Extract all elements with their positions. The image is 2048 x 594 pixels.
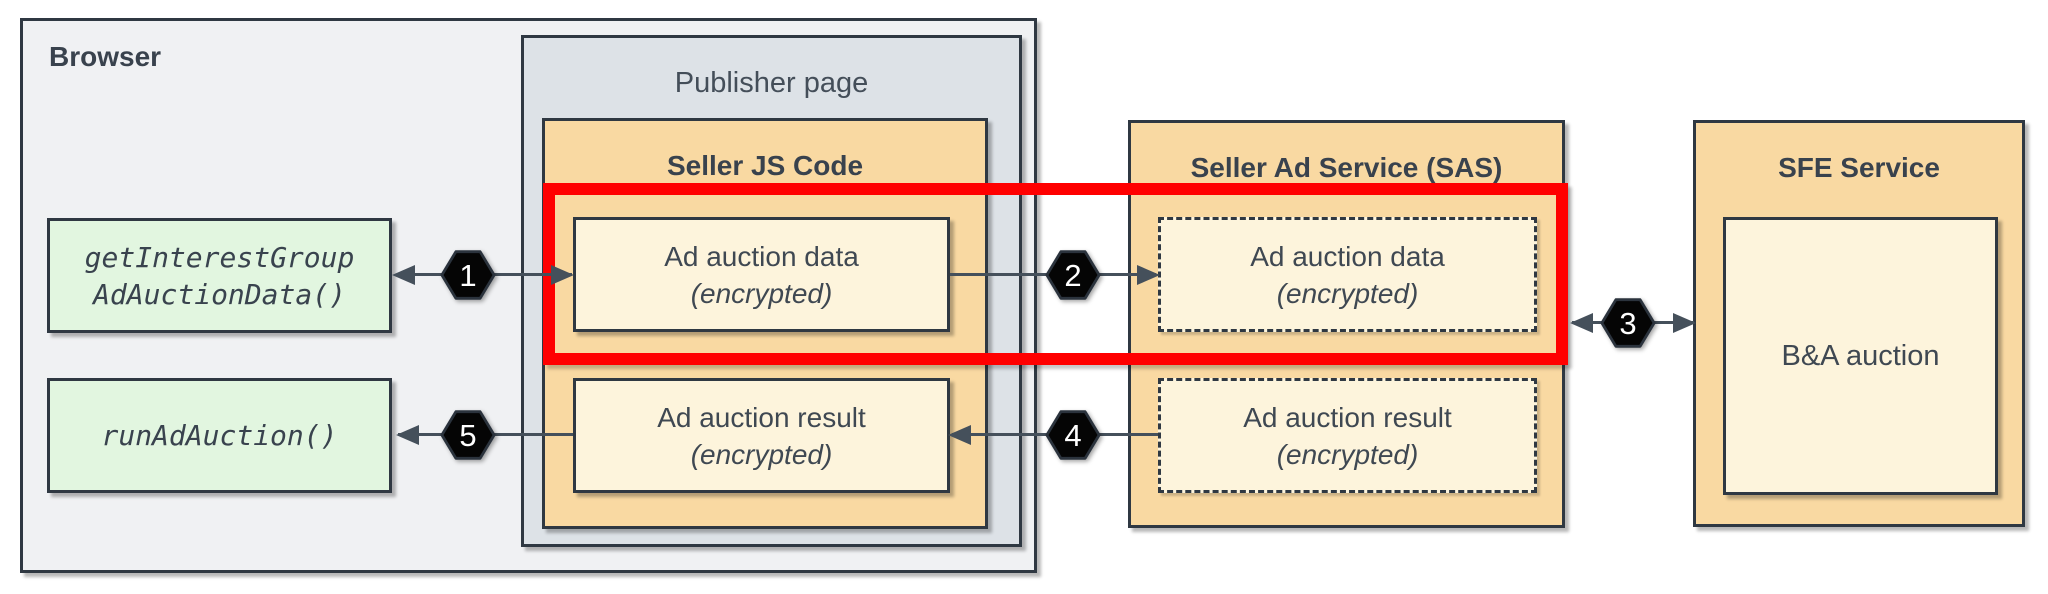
arrow-left-head-icon bbox=[1570, 313, 1593, 333]
browser-title: Browser bbox=[49, 41, 162, 72]
sas-ad-auction-result-box: Ad auction result (encrypted) bbox=[1158, 378, 1537, 493]
step-number: 3 bbox=[1619, 305, 1637, 341]
sas-ad-auction-data-box: Ad auction data (encrypted) bbox=[1158, 217, 1537, 332]
ba-auction-box: B&A auction bbox=[1723, 217, 1998, 495]
arrow-left-head-icon bbox=[392, 265, 415, 285]
encrypted-label: (encrypted) bbox=[1276, 438, 1419, 470]
step-number: 5 bbox=[459, 417, 477, 453]
red-highlight-rectangle bbox=[543, 183, 1568, 365]
seller-ad-service-title: Seller Ad Service (SAS) bbox=[1190, 152, 1503, 183]
arrow-left-head-icon bbox=[948, 425, 971, 445]
box-label: Ad auction result bbox=[1243, 401, 1452, 433]
step-4-hexagon: 4 bbox=[1045, 407, 1101, 463]
arrow-right-head-icon bbox=[1137, 265, 1160, 285]
arrow-right-head-icon bbox=[1673, 313, 1696, 333]
encrypted-label: (encrypted) bbox=[690, 438, 833, 470]
box-label: B&A auction bbox=[1781, 339, 1940, 372]
js-ad-auction-data-box: Ad auction data (encrypted) bbox=[573, 217, 950, 332]
encrypted-label: (encrypted) bbox=[690, 277, 833, 309]
step-1-hexagon: 1 bbox=[440, 247, 496, 303]
box-label: Ad auction data bbox=[1250, 240, 1445, 272]
step-number: 2 bbox=[1064, 257, 1082, 293]
step-number: 4 bbox=[1064, 417, 1082, 453]
sfe-service-title: SFE Service bbox=[1778, 152, 1940, 183]
arrow-left-head-icon bbox=[396, 425, 419, 445]
arrow-right-head-icon bbox=[551, 265, 574, 285]
api-call-line: getInterestGroup bbox=[84, 240, 355, 274]
api-call-line: runAdAuction() bbox=[101, 419, 338, 452]
get-interest-group-ad-auction-data-box: getInterestGroup AdAuctionData() bbox=[47, 218, 392, 333]
seller-js-code-title: Seller JS Code bbox=[666, 150, 864, 181]
step-2-hexagon: 2 bbox=[1045, 247, 1101, 303]
publisher-page-title: Publisher page bbox=[674, 67, 869, 99]
step-number: 1 bbox=[459, 257, 477, 293]
api-call-line: AdAuctionData() bbox=[93, 277, 346, 311]
box-label: Ad auction result bbox=[657, 401, 866, 433]
run-ad-auction-box: runAdAuction() bbox=[47, 378, 392, 493]
step-3-hexagon: 3 bbox=[1600, 295, 1656, 351]
js-ad-auction-result-box: Ad auction result (encrypted) bbox=[573, 378, 950, 493]
step-5-hexagon: 5 bbox=[440, 407, 496, 463]
box-label: Ad auction data bbox=[664, 240, 859, 272]
encrypted-label: (encrypted) bbox=[1276, 277, 1419, 309]
